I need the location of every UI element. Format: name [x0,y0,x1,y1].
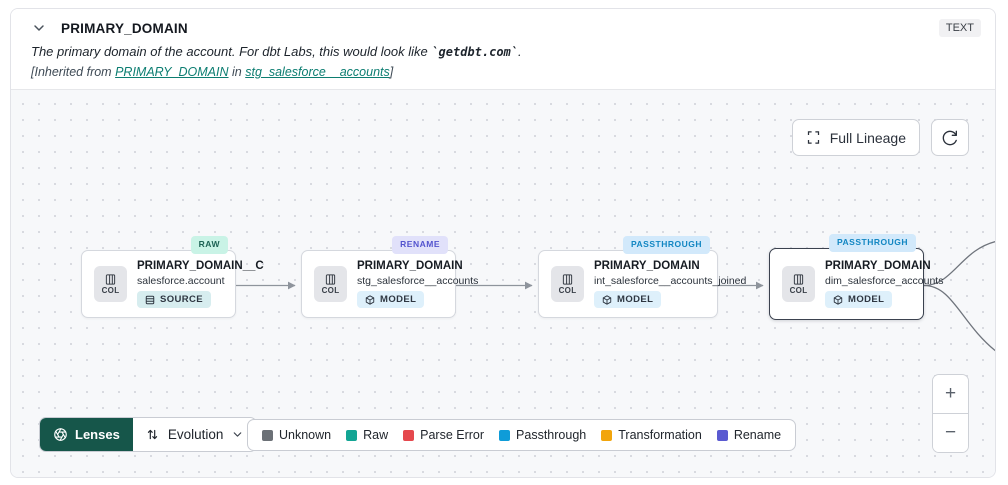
column-type-badge: TEXT [938,19,981,37]
stage-badge-passthrough: PASSTHROUGH [829,234,916,252]
inherited-model-link[interactable]: stg_salesforce__accounts [245,65,390,79]
columns-icon [105,273,116,285]
node-kind-badge: MODEL [357,291,425,308]
refresh-button[interactable] [931,119,969,156]
node-model-name: salesforce.account [137,275,225,287]
legend-swatch [601,429,613,441]
node-kind-badge: MODEL [594,291,662,308]
model-icon [833,294,843,305]
lineage-edges [236,241,995,352]
column-chip: COL [94,266,127,302]
legend-swatch [262,429,273,441]
column-description: The primary domain of the account. For d… [31,44,522,59]
collapse-chevron-icon[interactable] [31,20,47,36]
node-model-name: stg_salesforce__accounts [357,275,479,287]
lineage-node-dim-selected[interactable]: PASSTHROUGH COL PRIMARY_DOMAIN dim_sales… [769,234,944,320]
maximize-icon [806,130,821,145]
zoom-controls: + − [932,374,969,453]
node-kind-badge: SOURCE [137,291,212,308]
arrows-up-down-icon [147,429,157,440]
lineage-canvas[interactable]: Full Lineage RAW COL PRIMARY_DOMAIN__C s… [11,90,995,477]
inherited-column-link[interactable]: PRIMARY_DOMAIN [115,65,229,79]
full-lineage-label: Full Lineage [829,129,906,146]
node-column-name: PRIMARY_DOMAIN__C [137,260,264,272]
legend-swatch [716,429,728,441]
column-lineage-panel: PRIMARY_DOMAIN TEXT The primary domain o… [10,8,996,478]
column-title: PRIMARY_DOMAIN [61,20,188,36]
zoom-in-button[interactable]: + [933,375,968,413]
legend-item-rename: Rename [716,428,781,442]
node-model-name: int_salesforce__accounts_joined [594,275,747,287]
lens-selector[interactable]: Evolution [132,418,257,451]
stage-badge-rename: RENAME [392,236,448,254]
legend-item-raw: Raw [346,428,388,442]
stage-badge-passthrough: PASSTHROUGH [623,236,710,254]
legend-item-passthrough: Passthrough [499,428,586,442]
lens-legend: Unknown Raw Parse Error Passthrough Tran… [247,419,797,451]
stage-badge-raw: RAW [190,236,228,254]
legend-swatch [403,429,415,441]
aperture-icon [54,428,67,441]
refresh-icon [942,130,958,146]
source-icon [145,295,155,304]
lenses-button[interactable]: Lenses [40,418,133,451]
zoom-out-button[interactable]: − [933,414,968,452]
lenses-label: Lenses [75,427,120,442]
legend-swatch [499,429,511,441]
lineage-node-int[interactable]: PASSTHROUGH COL PRIMARY_DOMAIN int_sales… [538,236,747,318]
lenses-control: Lenses Evolution [39,417,258,452]
node-column-name: PRIMARY_DOMAIN [357,260,463,272]
inline-code: `getdbt.com` [431,45,519,59]
column-chip: COL [551,266,584,302]
legend-item-transformation: Transformation [601,428,702,442]
columns-icon [793,273,804,285]
chevron-down-icon [234,432,242,437]
columns-icon [562,273,573,285]
selected-lens-label: Evolution [167,427,224,442]
inherited-note: [Inherited from PRIMARY_DOMAIN in stg_sa… [31,65,394,79]
full-lineage-button[interactable]: Full Lineage [791,119,920,156]
divider [933,413,968,414]
legend-swatch [346,429,358,441]
column-header: PRIMARY_DOMAIN TEXT The primary domain o… [11,9,995,90]
node-kind-badge: MODEL [825,291,893,308]
node-column-name: PRIMARY_DOMAIN [594,260,700,272]
legend-item-unknown: Unknown [262,428,331,442]
column-chip: COL [314,266,347,302]
node-column-name: PRIMARY_DOMAIN [825,260,931,272]
model-icon [602,294,612,305]
lineage-node-source[interactable]: RAW COL PRIMARY_DOMAIN__C salesforce.acc… [81,236,264,318]
column-chip: COL [782,266,815,302]
node-model-name: dim_salesforce_accounts [825,275,944,287]
lineage-node-stg[interactable]: RENAME COL PRIMARY_DOMAIN stg_salesforce… [301,236,479,318]
model-icon [365,294,375,305]
legend-item-parse-error: Parse Error [403,428,484,442]
columns-icon [325,273,336,285]
